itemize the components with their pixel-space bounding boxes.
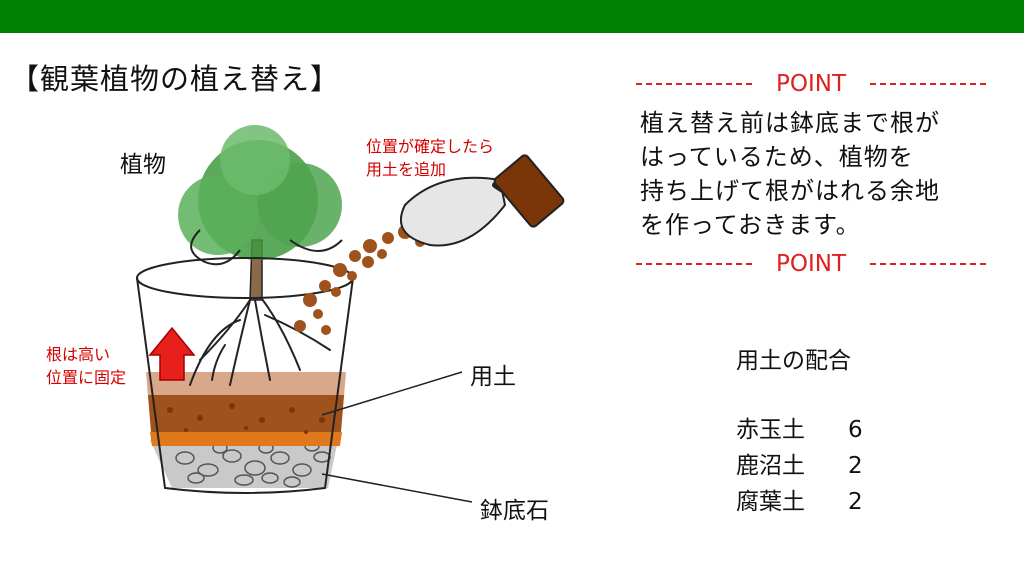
plant-foliage <box>178 125 343 266</box>
dashed-divider <box>869 263 986 265</box>
soil-label: 用土 <box>470 364 516 390</box>
point-text-line: 持ち上げて根がはれる余地 <box>640 177 940 205</box>
soil <box>146 372 346 446</box>
soil-mix-item-name: 腐葉土 <box>736 489 805 515</box>
soil-mix-item-ratio: 2 <box>848 489 863 515</box>
point-text: 植え替え前は鉢底まで根が はっているため、植物を 持ち上げて根がはれる余地 を作… <box>640 106 1000 242</box>
dashed-divider <box>636 263 752 265</box>
point-text-line: を作っておきます。 <box>640 211 861 239</box>
pot-stones <box>150 440 338 488</box>
trowel <box>400 154 565 247</box>
repotting-illustration <box>136 125 565 503</box>
root-note-line: 位置に固定 <box>46 368 127 387</box>
add-soil-note: 位置が確定したら 用土を追加 <box>366 135 494 181</box>
point-footer-label: POINT <box>775 251 846 277</box>
soil-mix-title: 用土の配合 <box>736 348 851 374</box>
page-title: 【観葉植物の植え替え】 <box>10 62 341 96</box>
soil-mix-item: 鹿沼土 2 <box>736 448 863 484</box>
soil-leader-line <box>321 371 463 416</box>
point-footer: POINT <box>636 249 986 279</box>
add-soil-note-line: 位置が確定したら <box>366 137 495 156</box>
soil-mix-list: 赤玉土 6 鹿沼土 2 腐葉土 2 <box>736 412 863 520</box>
dashed-divider <box>869 83 986 85</box>
point-header-label: POINT <box>775 71 846 97</box>
soil-mix-item-name: 赤玉土 <box>736 417 805 443</box>
root-note-line: 根は高い <box>46 345 111 364</box>
pot-stones-label: 鉢底石 <box>480 498 549 524</box>
soil-mix-item-ratio: 2 <box>848 453 863 479</box>
up-arrow-icon <box>148 326 196 381</box>
soil-mix-item-ratio: 6 <box>848 417 863 443</box>
point-header: POINT <box>636 69 986 99</box>
soil-mix-item-name: 鹿沼土 <box>736 453 805 479</box>
dashed-divider <box>636 83 752 85</box>
soil-mix-item: 赤玉土 6 <box>736 412 863 448</box>
plant-label: 植物 <box>120 152 166 178</box>
header-bar <box>0 0 1024 33</box>
stones-leader-line <box>321 473 473 503</box>
point-text-line: はっているため、植物を <box>640 143 914 171</box>
root-note: 根は高い 位置に固定 <box>46 343 126 389</box>
add-soil-note-line: 用土を追加 <box>366 160 447 179</box>
point-text-line: 植え替え前は鉢底まで根が <box>640 109 940 137</box>
soil-mix-item: 腐葉土 2 <box>736 484 863 520</box>
